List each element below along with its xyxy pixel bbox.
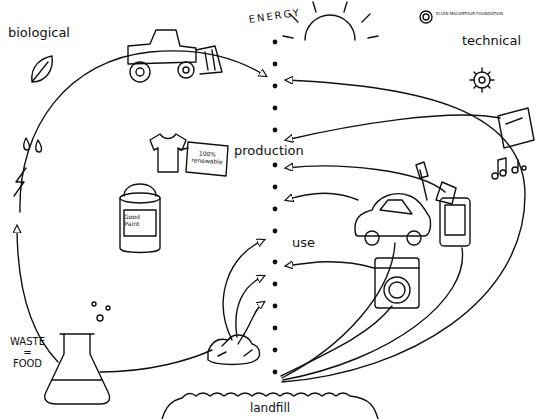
node-text: landfill [160, 388, 380, 415]
stage-label: production [232, 144, 306, 158]
logo-text: ELLEN MACARTHUR FOUNDATION [436, 12, 536, 16]
stage-label: use [290, 236, 317, 250]
tag-text: 100% renewable [191, 150, 223, 165]
side-heading: technical [462, 34, 521, 48]
can-text: Good Paint [124, 214, 140, 227]
landfill-mound: landfill [160, 388, 380, 419]
waste-food-note: WASTE = FOOD [10, 336, 45, 369]
energy-label: ENERGY [248, 7, 301, 25]
side-heading: biological [8, 26, 70, 40]
